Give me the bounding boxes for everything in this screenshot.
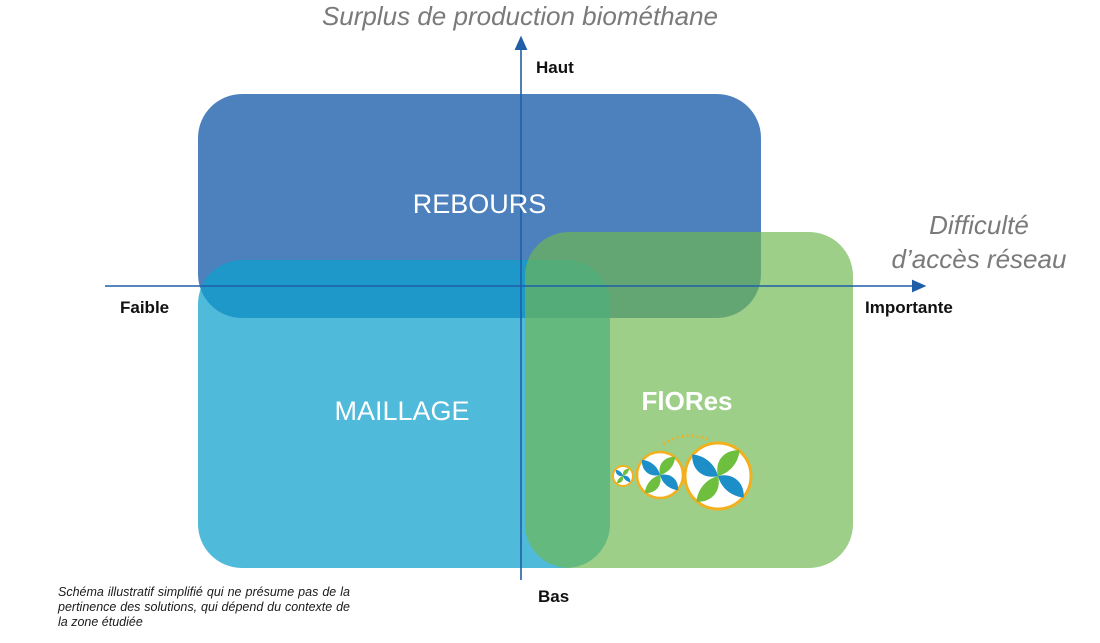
zone-label-maillage: MAILLAGE: [334, 396, 470, 426]
zone-label-flores: FlORes: [641, 386, 733, 416]
x-axis-title-line2: d’accès réseau: [891, 244, 1067, 274]
x-axis-title-line1: Difficulté: [929, 210, 1029, 240]
flores-logo-icon: [612, 434, 753, 511]
x-axis-title: Difficulté d’accès réseau: [858, 208, 1100, 276]
y-axis-bottom-label: Bas: [538, 587, 570, 606]
y-axis-title: Surplus de production biométhane: [321, 1, 719, 31]
x-axis-right-label: Importante: [865, 298, 953, 317]
x-axis-left-label: Faible: [120, 298, 170, 317]
y-axis-top-label: Haut: [536, 58, 574, 77]
zone-label-rebours: REBOURS: [412, 189, 547, 219]
footnote: Schéma illustratif simplifié qui ne prés…: [58, 585, 350, 629]
zone-flores: [525, 232, 853, 568]
